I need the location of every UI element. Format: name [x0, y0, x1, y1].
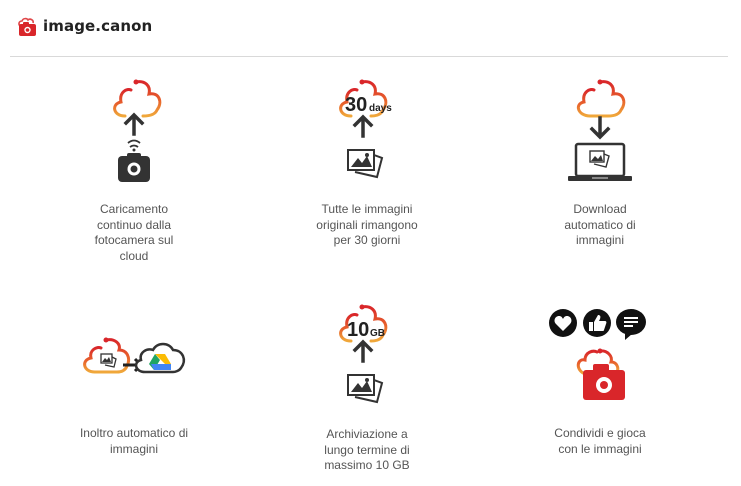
badge-number: 30: [345, 94, 367, 116]
header-divider: [10, 56, 728, 57]
feature-continuous-upload: Caricamento continuo dalla fotocamera su…: [49, 78, 219, 264]
feature-caption: Inoltro automatico di immagini: [79, 426, 189, 456]
feature-caption: Tutte le immagini originali rimangono pe…: [316, 202, 418, 247]
cloud-camera-icon: [18, 17, 36, 36]
cloud-upload-camera-icon: [113, 79, 162, 182]
cloud-10-gb-icon: 10 GB: [339, 304, 388, 404]
heart-icon: [549, 309, 577, 337]
share-social-camera-icon: [549, 309, 646, 400]
chat-bubble-icon: [616, 309, 646, 340]
feature-30-days-storage: 30 days Tutte le immagini originali rima…: [282, 78, 452, 249]
feature-share-play: Condividi e gioca con le immagini: [515, 306, 685, 457]
feature-auto-forward: Inoltro automatico di immagini: [49, 330, 219, 457]
cloud-forward-google-drive-icon: [83, 337, 185, 374]
badge-unit: days: [369, 103, 392, 114]
badge-number: 10: [347, 319, 369, 341]
feature-auto-download: Download automatico di immagini: [515, 78, 685, 249]
header: image.canon: [0, 0, 741, 56]
badge-unit: GB: [370, 328, 385, 339]
thumbs-up-icon: [583, 309, 611, 337]
feature-caption: Archiviazione a lungo termine di massimo…: [324, 427, 410, 472]
cloud-30-days-icon: 30 days: [339, 79, 392, 179]
feature-10gb-archive: 10 GB Archiviazione a lungo termine di m…: [282, 303, 452, 474]
cloud-download-laptop-icon: [568, 79, 632, 181]
logo-text: image.canon: [43, 17, 153, 35]
logo[interactable]: image.canon: [16, 15, 152, 37]
feature-caption: Caricamento continuo dalla fotocamera su…: [94, 202, 174, 263]
feature-caption: Condividi e gioca con le immagini: [554, 426, 646, 456]
feature-caption: Download automatico di immagini: [564, 202, 636, 247]
